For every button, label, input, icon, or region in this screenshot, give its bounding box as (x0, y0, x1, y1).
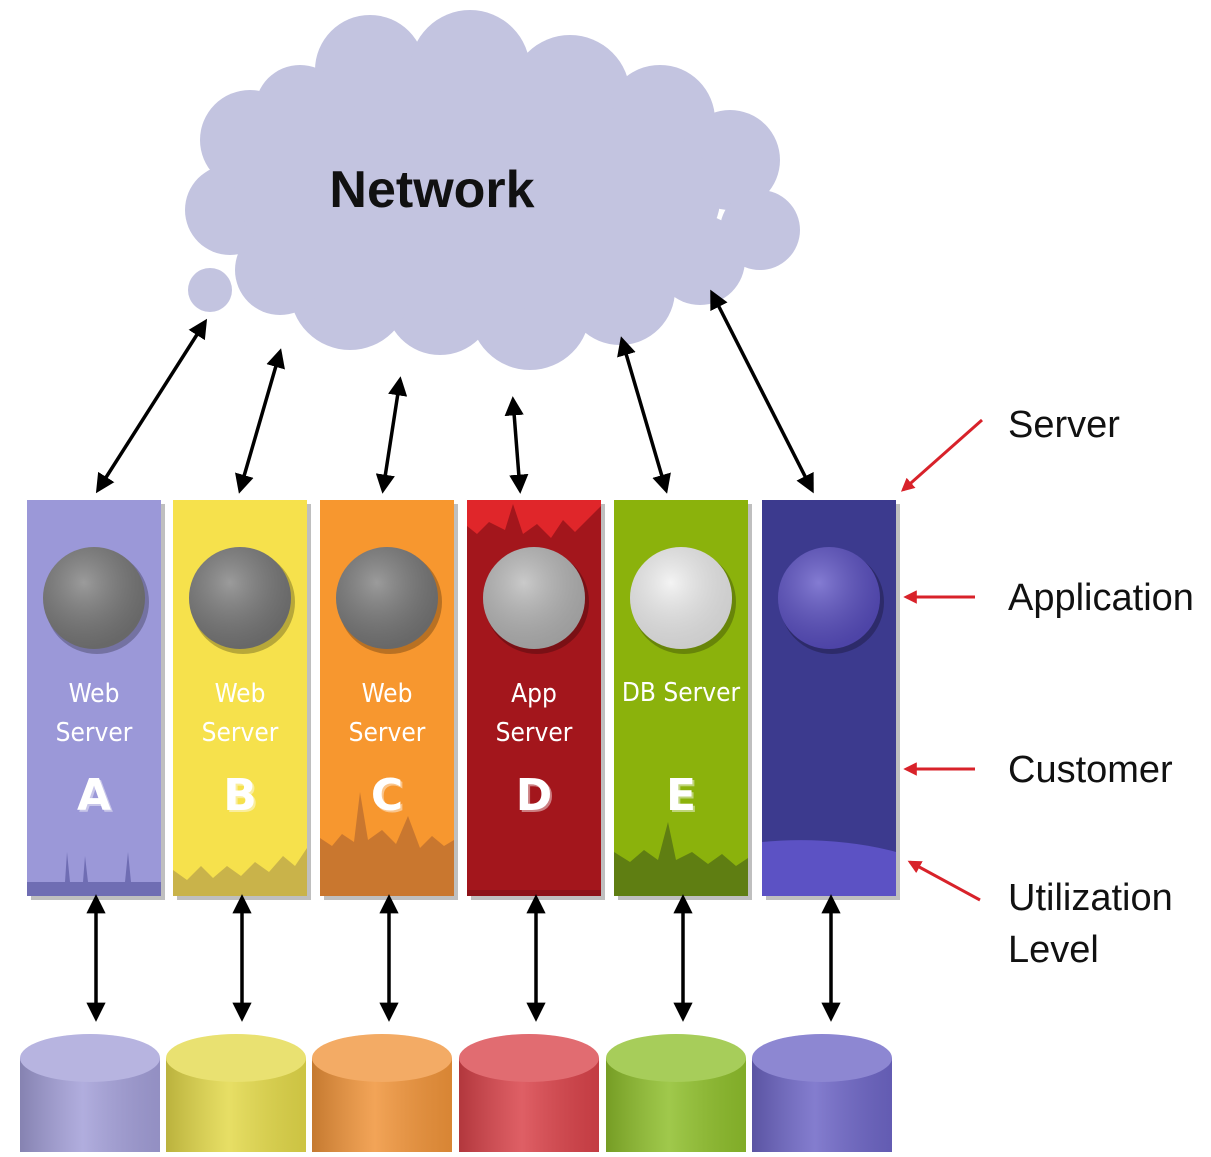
server-letter: C (371, 770, 403, 821)
pointer-utilization (907, 860, 981, 902)
application-highlight (778, 547, 880, 649)
server-letter: A (77, 770, 111, 821)
database-top (312, 1034, 452, 1082)
legend-application: Application (1008, 577, 1194, 619)
legend-utilization-line1: Utilization (1008, 877, 1173, 919)
server-letter: E (666, 770, 696, 821)
database-connections (86, 894, 841, 1022)
databases-row (20, 1034, 892, 1157)
network-arrow-f (710, 289, 814, 494)
server-utilization-level (173, 848, 307, 896)
database-top-highlight (752, 1034, 892, 1082)
server-label-line1: Web (69, 679, 120, 709)
server-letter: D (516, 770, 553, 821)
server-label-line1: DB Server (622, 678, 741, 708)
database-top-highlight (166, 1034, 306, 1082)
pointer-server (900, 418, 983, 492)
database-top-highlight (312, 1034, 452, 1082)
network-label: Network (329, 161, 534, 219)
application-highlight (483, 547, 585, 649)
server-letter-shadow: D (518, 772, 555, 823)
application-highlight (189, 547, 291, 649)
database-top (459, 1034, 599, 1082)
database-top (606, 1034, 746, 1082)
server-letter-shadow: A (79, 772, 113, 823)
application-highlight (630, 547, 732, 649)
legend-utilization-line2: Level (1008, 929, 1099, 971)
network-arrow-c (375, 376, 408, 494)
server-letter: B (223, 770, 257, 821)
server-label-line1: App (511, 679, 557, 709)
application-highlight (336, 547, 438, 649)
database-top-highlight (20, 1034, 160, 1082)
server-label-line1: Web (362, 679, 413, 709)
database-f (752, 1034, 892, 1157)
server-label-line2: Server (496, 718, 573, 748)
network-arrow-d (504, 396, 529, 494)
database-top-highlight (459, 1034, 599, 1082)
database-top (166, 1034, 306, 1082)
database-top-highlight (606, 1034, 746, 1082)
database-e (606, 1034, 746, 1157)
legend-server: Server (1008, 404, 1120, 446)
legend-pointers (900, 418, 983, 902)
database-d (459, 1034, 599, 1157)
network-arrow-b (235, 348, 285, 494)
server-letter-shadow: C (373, 772, 405, 823)
server-utilization-level (320, 792, 454, 896)
network-arrow-e (617, 336, 671, 494)
network-arrow-a (95, 318, 208, 494)
network-connections (95, 289, 814, 494)
server-label-line1: Web (215, 679, 266, 709)
database-a (20, 1034, 160, 1157)
database-top (20, 1034, 160, 1082)
server-letter-shadow: E (668, 772, 698, 823)
server-utilization-level (27, 852, 161, 896)
server-label-line2: Server (56, 718, 133, 748)
server-top-load (467, 500, 601, 538)
servers-row: WebServerAAWebServerBBWebServerCCAppServ… (27, 500, 900, 900)
legend-customer: Customer (1008, 749, 1173, 791)
server-utilization-level (467, 890, 601, 896)
database-b (166, 1034, 306, 1157)
application-highlight (43, 547, 145, 649)
database-top (752, 1034, 892, 1082)
server-label-line2: Server (202, 718, 279, 748)
server-letter-shadow: B (225, 772, 259, 823)
server-f (762, 500, 900, 900)
database-c (312, 1034, 452, 1157)
server-label-line2: Server (349, 718, 426, 748)
server-utilization-level (614, 822, 748, 896)
server-utilization-level (762, 840, 896, 896)
network-cloud (185, 10, 800, 370)
